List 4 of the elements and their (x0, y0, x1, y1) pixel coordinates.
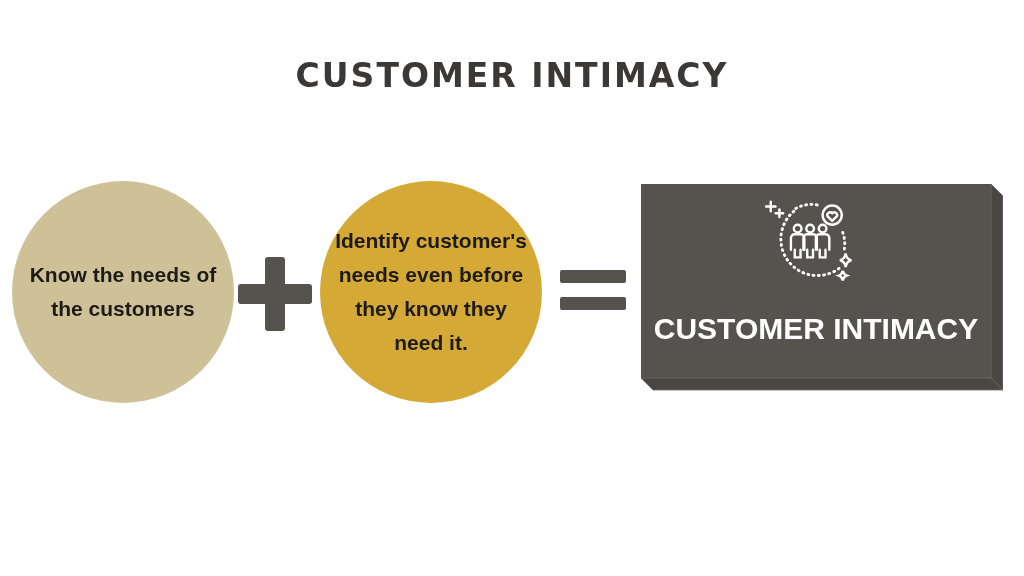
title: CUSTOMER INTIMACY (295, 56, 729, 95)
circle-text: Know the needs of the customers (28, 262, 218, 322)
box-title: CUSTOMER INTIMACY (652, 312, 980, 346)
circle-text: Identify customer's needs even before they know they need it. (334, 228, 528, 356)
